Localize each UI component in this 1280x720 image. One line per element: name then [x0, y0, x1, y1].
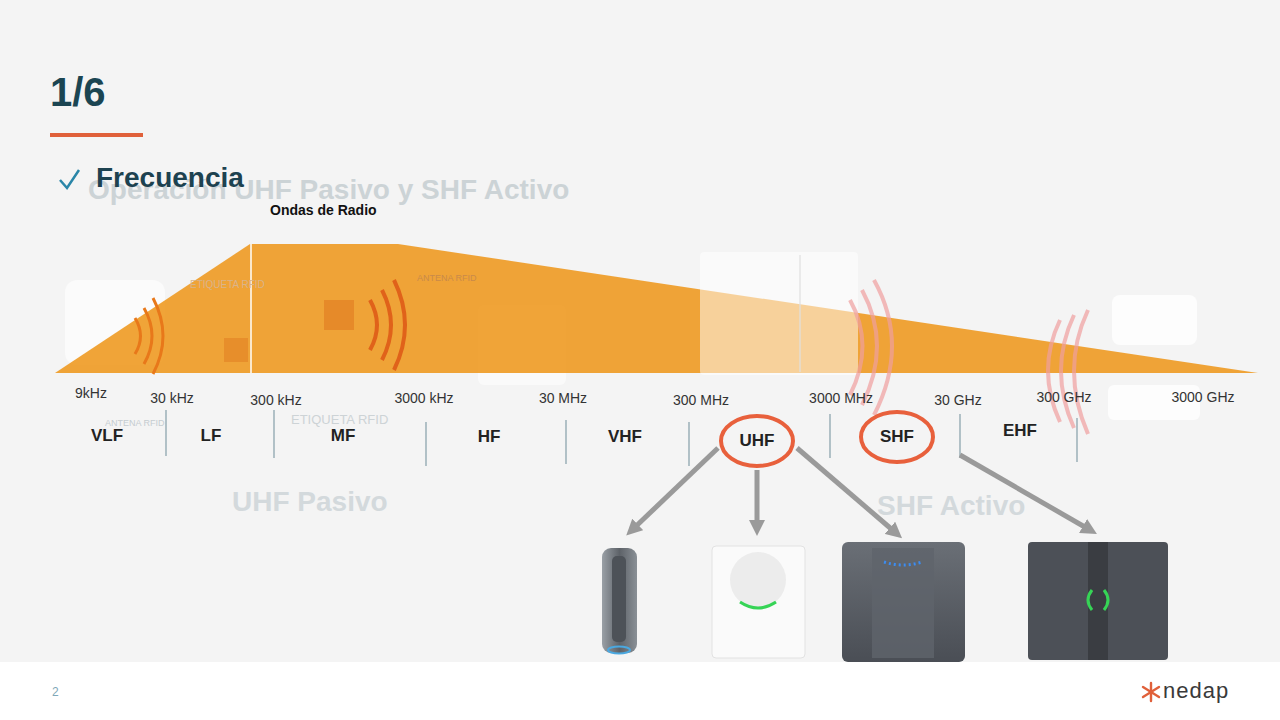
band-name: SHF [880, 427, 914, 447]
ghost-gate-split [799, 255, 801, 372]
radio-wave-band [55, 244, 1258, 373]
band-highlight-oval: UHF [719, 414, 795, 468]
check-mark [60, 170, 79, 188]
band-name: UHF [740, 431, 775, 451]
band-name: MF [331, 427, 356, 446]
page-number: 2 [52, 686, 59, 699]
frequency-value: 300 MHz [673, 393, 729, 408]
ghost-part-name: ETIQUETA RFID [291, 413, 388, 427]
band-name: EHF [1003, 422, 1037, 441]
ghost-reader [1112, 295, 1197, 345]
brand-logo: nedap [1163, 679, 1229, 703]
gate-reader [1028, 542, 1168, 660]
frequency-value: 3000 MHz [809, 391, 873, 406]
white-reader [712, 546, 805, 658]
band-name: VLF [91, 427, 123, 446]
frequency-value: 300 GHz [1036, 390, 1091, 405]
band-highlight-oval: SHF [859, 410, 935, 464]
frequency-value: 30 GHz [934, 393, 981, 408]
oval-stroke [721, 416, 793, 466]
band-caption: Ondas de Radio [270, 203, 377, 218]
oval-stroke [861, 412, 933, 462]
ghost-subtitle: SHF Activo [877, 491, 1025, 522]
slide-title: 1/6 [50, 70, 106, 114]
rfid-tag-icon [224, 338, 248, 362]
band-name: VHF [608, 428, 642, 447]
frequency-value: 300 kHz [250, 393, 301, 408]
section-heading: Frecuencia [96, 163, 244, 194]
slim-reader [602, 548, 637, 654]
frequency-value: 3000 GHz [1171, 390, 1234, 405]
wave-arcs [850, 280, 1088, 434]
ghost-gate-reader [700, 252, 858, 375]
wave-arcs [370, 280, 405, 370]
logo-star [1143, 683, 1159, 701]
frequency-value: 30 kHz [150, 391, 194, 406]
rfid-tag-icon [324, 300, 354, 330]
band-name: LF [201, 427, 222, 446]
frequency-value: 3000 kHz [394, 391, 453, 406]
ghost-part-name: ANTENA RFID [417, 274, 477, 284]
frequency-value: 30 MHz [539, 391, 587, 406]
footer-band [0, 662, 1280, 720]
ghost-part-name: ETIQUETA RFID [190, 279, 265, 290]
band-name: HF [478, 428, 501, 447]
dark-panel-reader [842, 542, 965, 662]
band-divider [250, 244, 252, 373]
ghost-subtitle: UHF Pasivo [232, 487, 388, 518]
wave-arcs [135, 298, 163, 374]
band-separators [166, 410, 1077, 466]
title-underline [50, 133, 143, 137]
frequency-value: 9kHz [75, 386, 107, 401]
pointer-arrows [632, 448, 1090, 533]
